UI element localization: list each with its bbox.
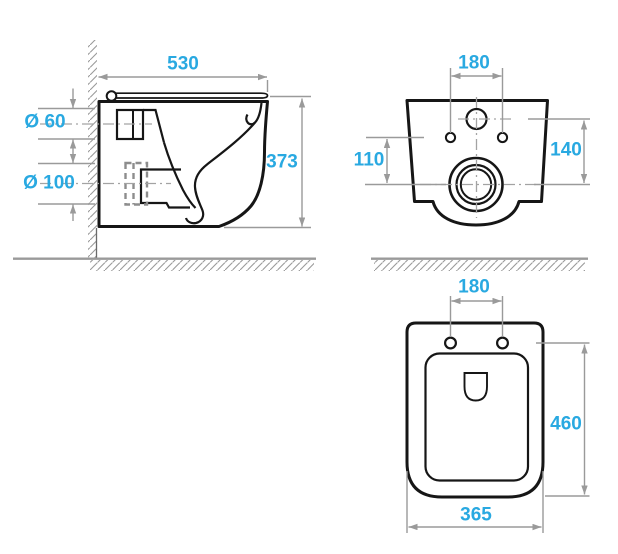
outlet-pipe	[139, 168, 190, 209]
floor-hatch-front	[374, 260, 585, 271]
dim-label-inlet-diameter: Ø 60	[24, 111, 66, 133]
side-view	[13, 40, 316, 271]
dimension-side-height	[224, 95, 311, 229]
bowl-inner-curve	[184, 121, 256, 225]
dimension-front-outlet-height	[365, 136, 446, 186]
bolt-hole-left	[444, 131, 457, 144]
front-centerlines	[420, 97, 536, 218]
floor-hatch-side	[90, 260, 314, 271]
dimension-top-length	[536, 342, 590, 497]
flush-jet	[463, 372, 488, 402]
dimension-top-bolt-spacing	[449, 296, 504, 337]
trap-curve	[162, 142, 197, 209]
seat-opening	[424, 352, 530, 482]
dimension-front-inlet-height	[528, 118, 590, 186]
dim-label-side-width: 530	[167, 53, 199, 75]
lid-hinge-circle	[105, 90, 118, 102]
inlet-funnel	[143, 108, 166, 143]
dim-label-outlet-diameter: Ø 100	[23, 172, 75, 194]
dim-label-front-inlet-height: 140	[550, 139, 582, 161]
dim-label-top-length: 460	[550, 413, 582, 435]
dim-label-side-height: 373	[266, 151, 298, 173]
dim-label-front-bolt-spacing: 180	[458, 52, 490, 74]
seat-bolt-hole-left	[444, 336, 458, 350]
seat-bolt-hole-right	[496, 336, 510, 350]
dimension-top-width	[406, 471, 544, 533]
dim-label-top-width: 365	[460, 504, 492, 526]
dim-label-top-bolt-spacing: 180	[458, 276, 490, 298]
bolt-hole-right	[496, 131, 509, 144]
dimension-front-bolt-spacing	[449, 68, 504, 133]
top-view	[405, 296, 590, 533]
wall-hatch	[88, 40, 97, 258]
dimension-side-diameters	[38, 88, 95, 221]
seat-lid	[115, 92, 269, 99]
dimension-side-width	[98, 73, 269, 92]
dim-label-front-outlet-height: 110	[353, 149, 385, 171]
front-view	[365, 68, 590, 271]
